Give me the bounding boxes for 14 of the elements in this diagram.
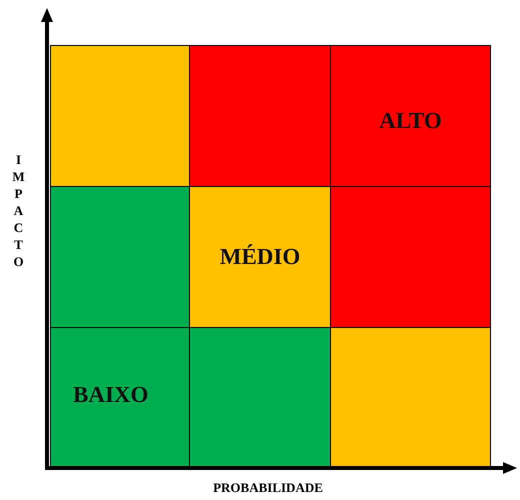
risk-cell — [50, 186, 190, 328]
risk-cell — [189, 327, 331, 469]
risk-cell — [330, 45, 491, 187]
axis-title: PROBABILIDADE — [212, 480, 324, 496]
risk-level-label: MÉDIO — [220, 244, 300, 270]
axis-title: IMPACTO — [12, 152, 25, 271]
risk-level-label: BAIXO — [73, 382, 148, 408]
risk-cell — [330, 327, 491, 469]
risk-cell — [50, 45, 190, 187]
risk-cell — [330, 186, 491, 328]
risk-cell — [189, 186, 331, 328]
risk-cell — [189, 45, 331, 187]
risk-cell — [50, 327, 190, 469]
risk-level-label: ALTO — [379, 108, 442, 134]
